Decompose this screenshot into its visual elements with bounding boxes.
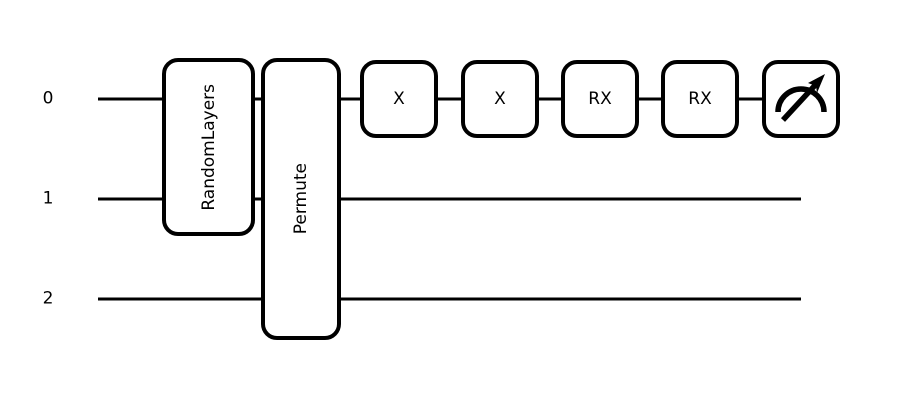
wire-segment-1-out: [338, 197, 801, 201]
wire-segment-1-rl-perm: [252, 197, 265, 201]
gate-pauli-x-1[interactable]: X: [360, 60, 438, 138]
gate-rx-1[interactable]: RX: [561, 60, 639, 138]
wire-segment-2-out: [338, 297, 801, 301]
wire-label-1: 1: [42, 188, 54, 209]
gate-randomlayers-label: RandomLayers: [198, 83, 219, 211]
wire-label-2: 2: [42, 288, 54, 309]
wire-segment-0-rx1-rx2: [636, 97, 664, 101]
gate-pauli-x-1-label: X: [393, 89, 405, 109]
gate-pauli-x-2[interactable]: X: [461, 60, 539, 138]
wire-segment-0-in: [98, 97, 162, 101]
gate-rx-2-label: RX: [688, 89, 712, 109]
measure-meter-icon: [775, 74, 827, 122]
wire-segment-0-x2-rx1: [536, 97, 564, 101]
gate-randomlayers[interactable]: RandomLayers: [162, 58, 255, 236]
gate-permute[interactable]: Permute: [261, 58, 341, 340]
wire-label-0: 0: [42, 88, 54, 109]
wire-segment-2-in: [98, 297, 265, 301]
gate-rx-2[interactable]: RX: [661, 60, 739, 138]
gate-rx-1-label: RX: [588, 89, 612, 109]
wire-segment-1-in: [98, 197, 162, 201]
wire-segment-0-rl-perm: [252, 97, 265, 101]
gate-pauli-x-2-label: X: [494, 89, 506, 109]
wire-segment-0-perm-x1: [338, 97, 363, 101]
gate-measurement[interactable]: [762, 60, 840, 138]
gate-permute-label: Permute: [291, 163, 311, 235]
wire-segment-0-rx2-meas: [736, 97, 765, 101]
wire-segment-0-x1-x2: [435, 97, 464, 101]
